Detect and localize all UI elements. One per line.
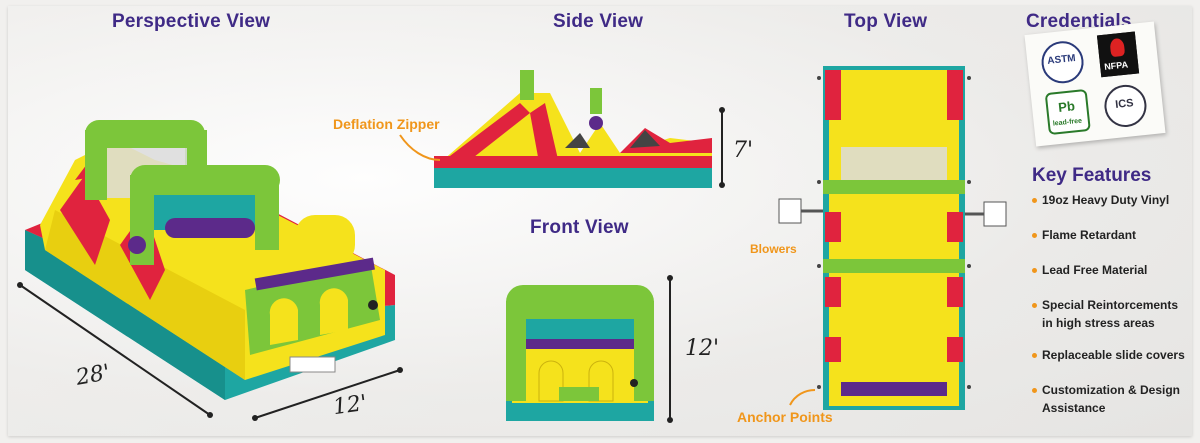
side-height-dimension: 7' <box>733 138 754 163</box>
anchor-points-callout: Anchor Points <box>737 409 833 425</box>
credentials-card: ASTM NFPA Pb lead-free ICS <box>1024 21 1166 147</box>
ics-badge-label: ICS <box>1114 97 1135 111</box>
nfpa-badge-label: NFPA <box>1103 59 1129 72</box>
feature-item: 19oz Heavy Duty Vinyl <box>1032 191 1192 209</box>
feature-item: Lead Free Material <box>1032 261 1192 279</box>
feature-item: Customization & Design Assistance <box>1032 381 1192 417</box>
key-features: Key Features 19oz Heavy Duty Vinyl Flame… <box>1032 165 1192 417</box>
top-view-image <box>778 66 1007 410</box>
perspective-view-image <box>25 120 395 400</box>
key-features-list: 19oz Heavy Duty Vinyl Flame Retardant Le… <box>1032 191 1192 417</box>
bullet-icon <box>1032 303 1037 308</box>
deflation-zipper-callout: Deflation Zipper <box>333 116 440 132</box>
bullet-icon <box>1032 388 1037 393</box>
nfpa-badge: NFPA <box>1096 31 1140 78</box>
top-view-title: Top View <box>844 11 928 32</box>
side-view-title: Side View <box>553 11 644 32</box>
bullet-icon <box>1032 353 1037 358</box>
ics-badge: ICS <box>1102 82 1149 130</box>
front-height-dimension: 12' <box>685 336 720 361</box>
key-features-title: Key Features <box>1032 165 1152 186</box>
bullet-icon <box>1032 198 1037 203</box>
perspective-view-title: Perspective View <box>112 11 271 32</box>
feature-text: 19oz Heavy Duty Vinyl <box>1042 193 1170 207</box>
feature-text: Lead Free Material <box>1042 263 1148 277</box>
front-view-title: Front View <box>530 217 629 238</box>
bullet-icon <box>1032 268 1037 273</box>
blowers-callout: Blowers <box>750 242 797 256</box>
feature-item: Replaceable slide covers <box>1032 346 1192 364</box>
astm-badge: ASTM <box>1039 39 1086 86</box>
feature-text: Replaceable slide covers <box>1042 348 1185 362</box>
feature-item: Special Reintorcements in high stress ar… <box>1032 296 1192 332</box>
feature-text: Customization & Design Assistance <box>1042 383 1181 415</box>
pb-label: Pb <box>1057 98 1076 115</box>
feature-text: Special Reintorcements in high stress ar… <box>1042 298 1179 330</box>
feature-item: Flame Retardant <box>1032 226 1192 244</box>
flame-icon <box>1109 37 1126 58</box>
lead-free-badge: Pb lead-free <box>1044 88 1091 136</box>
feature-text: Flame Retardant <box>1042 228 1137 242</box>
front-view-image <box>506 285 654 421</box>
side-view-image <box>434 70 712 188</box>
astm-badge-label: ASTM <box>1046 52 1077 67</box>
bullet-icon <box>1032 233 1037 238</box>
lead-free-label: lead-free <box>1052 117 1083 128</box>
